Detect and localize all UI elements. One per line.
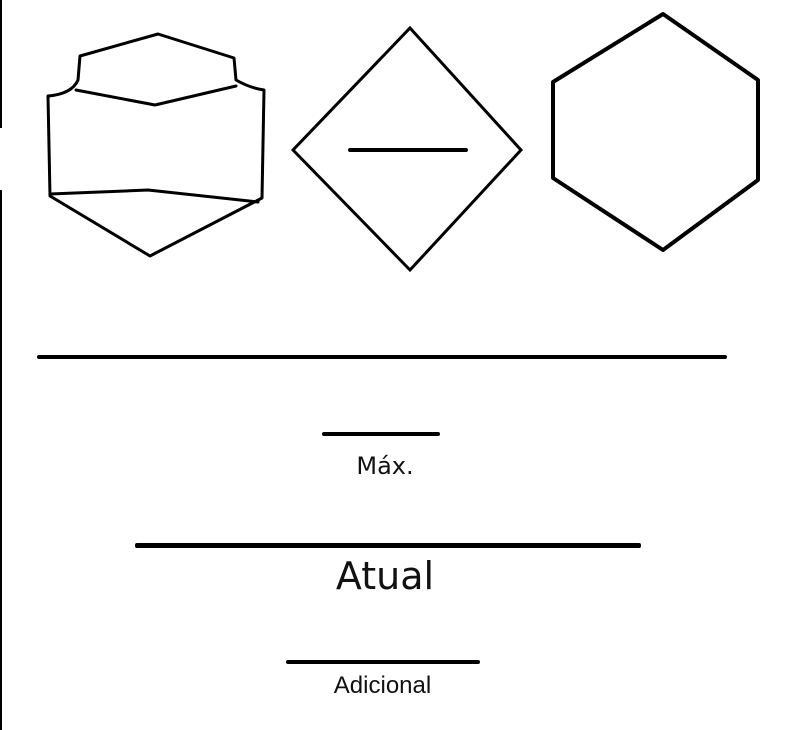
hexagon-shape — [551, 12, 760, 252]
prism-bottom-ridge — [48, 188, 260, 204]
prism-outline — [46, 32, 266, 258]
max-rule — [322, 432, 440, 436]
left-edge-segment-top — [0, 0, 2, 128]
additional-label: Adicional — [333, 672, 432, 699]
diamond-outline — [290, 25, 524, 273]
left-edge-segment-bottom — [0, 190, 2, 730]
current-rule — [135, 543, 641, 548]
prism-shape — [46, 32, 266, 258]
prism-top-ridge — [74, 84, 238, 107]
current-label: Atual — [335, 554, 435, 598]
full-width-rule — [37, 355, 727, 359]
shape-row — [46, 12, 760, 273]
diamond-shape — [290, 25, 524, 273]
hexagon-outline — [551, 12, 760, 252]
max-label: Máx. — [356, 452, 414, 480]
left-edge-border — [0, 0, 2, 730]
additional-rule — [286, 660, 480, 664]
